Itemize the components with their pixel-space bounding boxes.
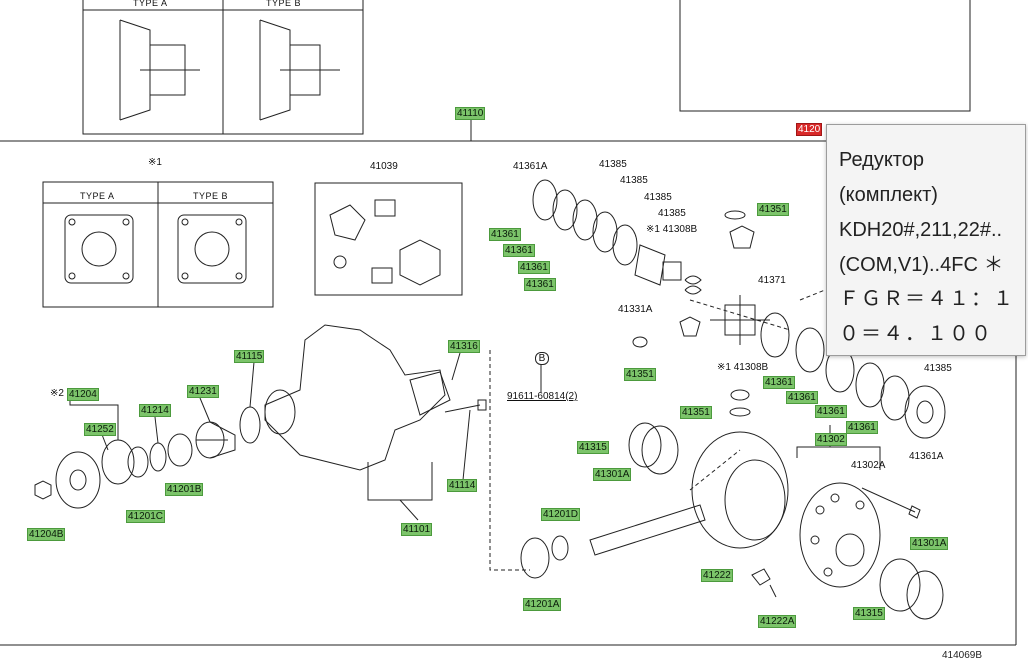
type-b-label: TYPE B: [193, 191, 229, 201]
callout-41371[interactable]: 41371: [758, 275, 786, 286]
callout-41231[interactable]: 41231: [187, 385, 219, 398]
callout-41351-mid[interactable]: 41351: [624, 368, 656, 381]
callout-41361a-right[interactable]: 41361A: [909, 451, 944, 462]
top-type-a-label: TYPE A: [133, 0, 168, 8]
callout-41361-5[interactable]: 41361: [763, 376, 795, 389]
top-type-b-label: TYPE B: [266, 0, 302, 8]
tooltip-line-4: (COM,V1)..4FC ＊: [839, 254, 1004, 276]
tooltip-line-3: KDH20#,211,22#..: [839, 219, 1003, 241]
part-tooltip: Редуктор (комплект) KDH20#,211,22#.. (CO…: [826, 124, 1026, 356]
callout-41361-1[interactable]: 41361: [489, 228, 521, 241]
callout-41201a[interactable]: 41201A: [523, 598, 562, 611]
callout-41361a-top[interactable]: 41361A: [513, 161, 548, 172]
side-gear-stack-top: [532, 179, 702, 295]
callout-41222[interactable]: 41222: [701, 569, 733, 582]
tooltip-line-6: ０＝４．１００: [839, 324, 993, 347]
callout-41361-3[interactable]: 41361: [518, 261, 550, 274]
note-mark-2: ※2: [50, 388, 64, 399]
callout-41201-red[interactable]: 4120: [796, 123, 823, 136]
callout-41315-left[interactable]: 41315: [577, 441, 609, 454]
callout-41351-top[interactable]: 41351: [757, 203, 789, 216]
callout-41361-2[interactable]: 41361: [503, 244, 535, 257]
top-right-box: [679, 0, 971, 112]
callout-41385-4[interactable]: 41385: [658, 208, 686, 219]
callout-41114[interactable]: 41114: [447, 479, 478, 492]
callout-41252[interactable]: 41252: [84, 423, 116, 436]
callout-41351-low[interactable]: 41351: [680, 406, 712, 419]
callout-41385-2[interactable]: 41385: [620, 175, 648, 186]
callout-41331a[interactable]: 41331A: [618, 304, 653, 315]
callout-41204b[interactable]: 41204B: [27, 528, 66, 541]
callout-41201d[interactable]: 41201D: [541, 508, 581, 521]
callout-41201c[interactable]: 41201C: [126, 510, 166, 523]
tooltip-line-1: Редуктор: [839, 149, 924, 171]
callout-41361-8[interactable]: 41361: [846, 421, 878, 434]
callout-b-marker[interactable]: B: [535, 352, 549, 365]
callout-41302[interactable]: 41302: [815, 433, 847, 446]
tooltip-line-5: ＦＧＲ＝４１：１: [839, 289, 1015, 312]
callout-41315-right[interactable]: 41315: [853, 607, 885, 620]
callout-41214[interactable]: 41214: [139, 404, 171, 417]
callout-41385-3[interactable]: 41385: [644, 192, 672, 203]
note-mark-1: ※1: [148, 157, 162, 168]
callout-41308b-top[interactable]: ※1 41308B: [646, 224, 698, 235]
ring-gear-assembly: [589, 431, 881, 588]
callout-41301a-right[interactable]: 41301A: [910, 537, 949, 550]
callout-41110[interactable]: 41110: [455, 107, 486, 120]
kit-41039-box: [314, 182, 463, 296]
callout-41101[interactable]: 41101: [401, 523, 433, 536]
diagram-code: 414069B: [942, 650, 983, 661]
callout-91611[interactable]: 91611-60814(2): [507, 391, 578, 402]
callout-41201b[interactable]: 41201B: [165, 483, 204, 496]
callout-41115[interactable]: 41115: [234, 350, 265, 363]
callout-41039[interactable]: 41039: [370, 161, 398, 172]
callout-41308b-mid[interactable]: ※1 41308B: [717, 362, 769, 373]
carrier-housing: [264, 324, 446, 471]
pinion-bearing-left: [34, 421, 236, 509]
callout-41222a[interactable]: 41222A: [758, 615, 797, 628]
callout-41361-7[interactable]: 41361: [815, 405, 847, 418]
callout-41361-6[interactable]: 41361: [786, 391, 818, 404]
callout-41316[interactable]: 41316: [448, 340, 480, 353]
callout-41204[interactable]: 41204: [67, 388, 99, 401]
type-a-label: TYPE A: [80, 191, 115, 201]
callout-41385-1[interactable]: 41385: [599, 159, 627, 170]
callout-41302a[interactable]: 41302A: [851, 460, 886, 471]
tooltip-line-2: (комплект): [839, 184, 938, 206]
callout-41301a-left[interactable]: 41301A: [593, 468, 632, 481]
callout-41385-right[interactable]: 41385: [924, 363, 952, 374]
callout-41361-4[interactable]: 41361: [524, 278, 556, 291]
